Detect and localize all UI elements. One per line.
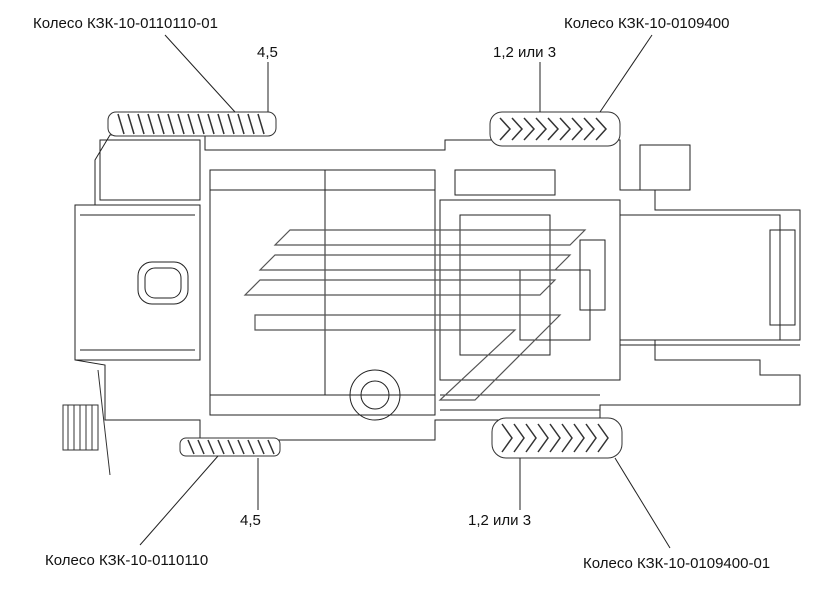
- machine-body: [74, 134, 801, 441]
- tire-top-right: [489, 111, 621, 147]
- wheel-label-top-left: Колесо КЗК-10-0110110-01: [33, 15, 218, 32]
- leader-top-left: [164, 34, 236, 113]
- wheel-label-bottom-left: Колесо КЗК-10-0110110: [45, 552, 209, 569]
- position-bottom-right: 1,2 или 3: [468, 512, 532, 529]
- front-cab: [75, 139, 201, 361]
- leader-bottom-left: [139, 455, 219, 546]
- wheel-label-bottom-right: Колесо КЗК-10-0109400-01: [583, 555, 771, 572]
- leader-top-right: [599, 34, 653, 113]
- tire-bottom-right: [491, 417, 623, 459]
- tire-bottom-left: [179, 437, 281, 457]
- tire-top-left: [107, 111, 277, 137]
- position-bottom-left: 4,5: [240, 512, 261, 529]
- leader-lines: [139, 34, 671, 549]
- position-top-left: 4,5: [257, 44, 278, 61]
- wheel-label-top-right: Колесо КЗК-10-0109400: [564, 15, 730, 32]
- leader-bottom-right: [614, 457, 671, 549]
- deck-logo: [243, 229, 587, 401]
- position-top-right: 1,2 или 3: [493, 44, 557, 61]
- header-reel: [62, 369, 111, 476]
